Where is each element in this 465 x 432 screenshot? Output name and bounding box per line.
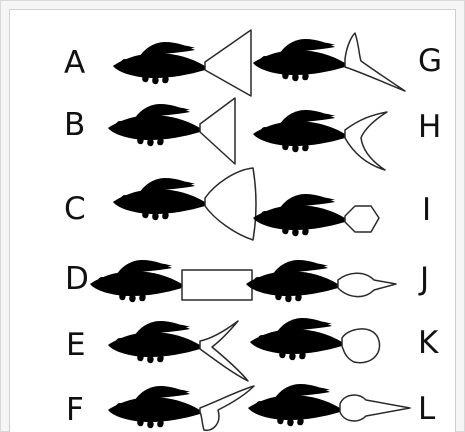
fish-f: [108, 386, 254, 430]
fish-b: [108, 98, 235, 164]
fish-d: [90, 260, 252, 302]
fish-l: [248, 384, 410, 426]
fish-c: [113, 168, 256, 240]
fish-h: [253, 110, 387, 170]
fish-i: [253, 194, 379, 236]
fish-a: [113, 30, 251, 96]
fish-g: [253, 33, 405, 91]
fish-k: [250, 318, 380, 363]
fish-j: [246, 260, 396, 302]
fish-e: [108, 321, 248, 381]
